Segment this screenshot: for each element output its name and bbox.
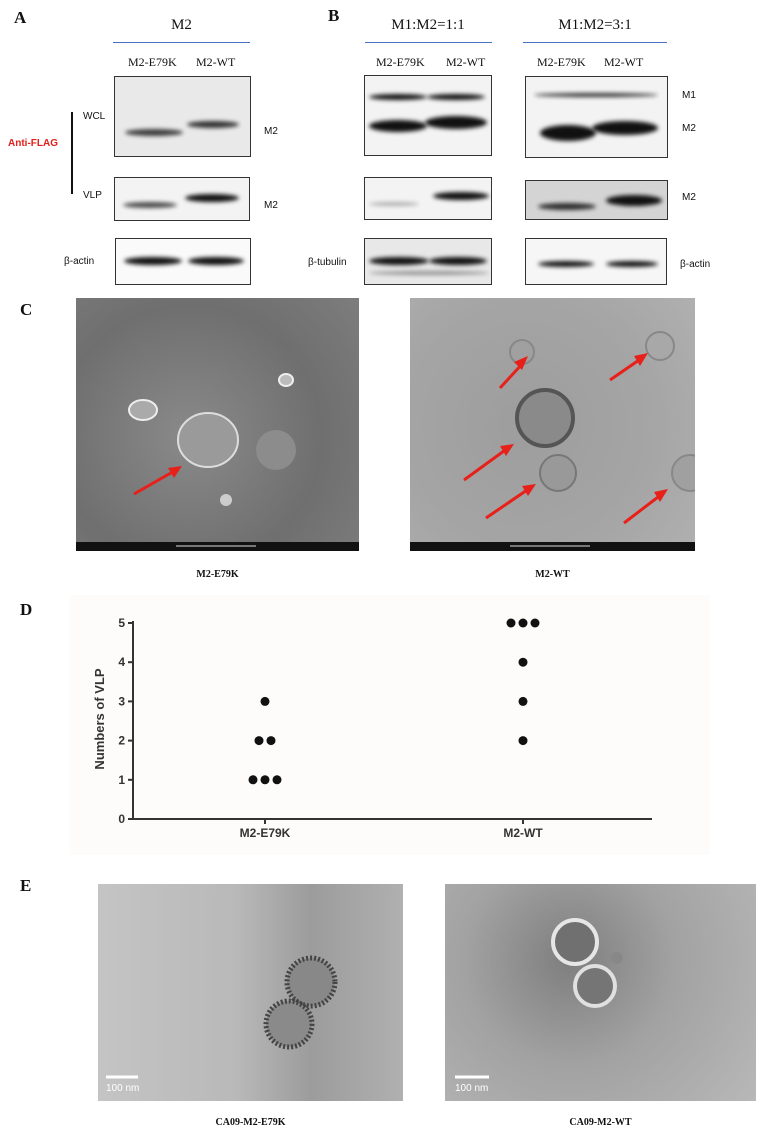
blot-b1-wcl	[364, 75, 492, 156]
lane-label: M2-WT	[604, 55, 644, 69]
blot-b2-actin	[525, 238, 667, 285]
panel-a-title-rule	[113, 42, 250, 43]
lane-label: M2-E79K	[128, 55, 177, 69]
panel-b-group2-title: M1:M2=3:1	[558, 17, 632, 33]
antibody-bracket	[71, 112, 73, 194]
data-point	[506, 618, 516, 628]
panel-c-letter: C	[20, 300, 33, 319]
blot-b2-vlp	[525, 180, 668, 220]
y-tick-label: 5	[118, 616, 125, 630]
lane-label: M2-WT	[446, 55, 486, 69]
data-point	[518, 618, 528, 628]
y-tick-label: 0	[118, 812, 125, 826]
lane-label: M2-WT	[196, 55, 236, 69]
data-point	[254, 736, 264, 746]
panel-b-group1-title: M1:M2=1:1	[391, 17, 465, 33]
em-image-wt	[410, 298, 695, 551]
em-image-ca09-e79k: 100 nm	[98, 884, 403, 1101]
row-label-wcl: WCL	[83, 111, 106, 122]
data-point	[260, 696, 270, 706]
y-tick-label: 1	[118, 773, 125, 787]
scale-bar-label: 100 nm	[106, 1083, 139, 1094]
data-point	[530, 618, 540, 628]
data-point	[260, 775, 270, 785]
em-caption: M2-E79K	[196, 569, 239, 580]
panel-a-letter: A	[14, 8, 27, 27]
band-label-m2: M2	[682, 192, 696, 203]
panel-a-title: M2	[171, 17, 192, 33]
em-image-ca09-wt: 100 nm	[445, 884, 756, 1101]
data-point	[518, 696, 528, 706]
panel-b-group1-rule	[365, 42, 492, 43]
data-point	[518, 736, 528, 746]
x-tick-label: M2-WT	[503, 826, 543, 840]
panel-d-letter: D	[20, 600, 33, 619]
blot-b1-vlp	[364, 177, 492, 220]
y-tick-label: 2	[118, 734, 125, 748]
lane-label: M2-E79K	[376, 55, 425, 69]
y-axis-label: Numbers of VLP	[92, 668, 107, 769]
row-label-actin: β-actin	[680, 259, 711, 270]
blot-b2-wcl	[525, 76, 668, 158]
em-caption: M2-WT	[535, 569, 570, 580]
antibody-label: Anti-FLAG	[8, 138, 58, 149]
y-tick-label: 3	[118, 694, 125, 708]
row-label-tubulin: β-tubulin	[308, 257, 347, 268]
blot-a-actin	[115, 238, 251, 285]
panel-b-group2-rule	[523, 42, 667, 43]
data-point	[272, 775, 282, 785]
band-label-m1: M1	[682, 90, 696, 101]
panel-b-letter: B	[328, 6, 340, 25]
y-tick-label: 4	[118, 655, 125, 669]
dot-plot: 0 1 2 3 4 5M2-E79K M2-WT Numbers of VLP	[70, 595, 710, 855]
band-label-m2: M2	[264, 200, 278, 211]
em-caption: CA09-M2-E79K	[215, 1117, 286, 1128]
band-label-m2: M2	[682, 123, 696, 134]
data-point	[518, 657, 528, 667]
data-point	[248, 775, 258, 785]
em-caption: CA09-M2-WT	[569, 1117, 632, 1128]
scale-bar-label: 100 nm	[455, 1083, 488, 1094]
em-image-e79k	[76, 298, 359, 551]
row-label-vlp: VLP	[83, 190, 102, 201]
blot-a-wcl	[114, 76, 251, 157]
row-label-loading: β-actin	[64, 256, 95, 267]
data-point	[266, 736, 276, 746]
lane-label: M2-E79K	[537, 55, 586, 69]
blot-a-vlp	[114, 177, 250, 221]
blot-b1-tubulin	[364, 238, 492, 285]
panel-e-letter: E	[20, 876, 32, 895]
x-tick-label: M2-E79K	[240, 826, 291, 840]
band-label-m2: M2	[264, 126, 278, 137]
